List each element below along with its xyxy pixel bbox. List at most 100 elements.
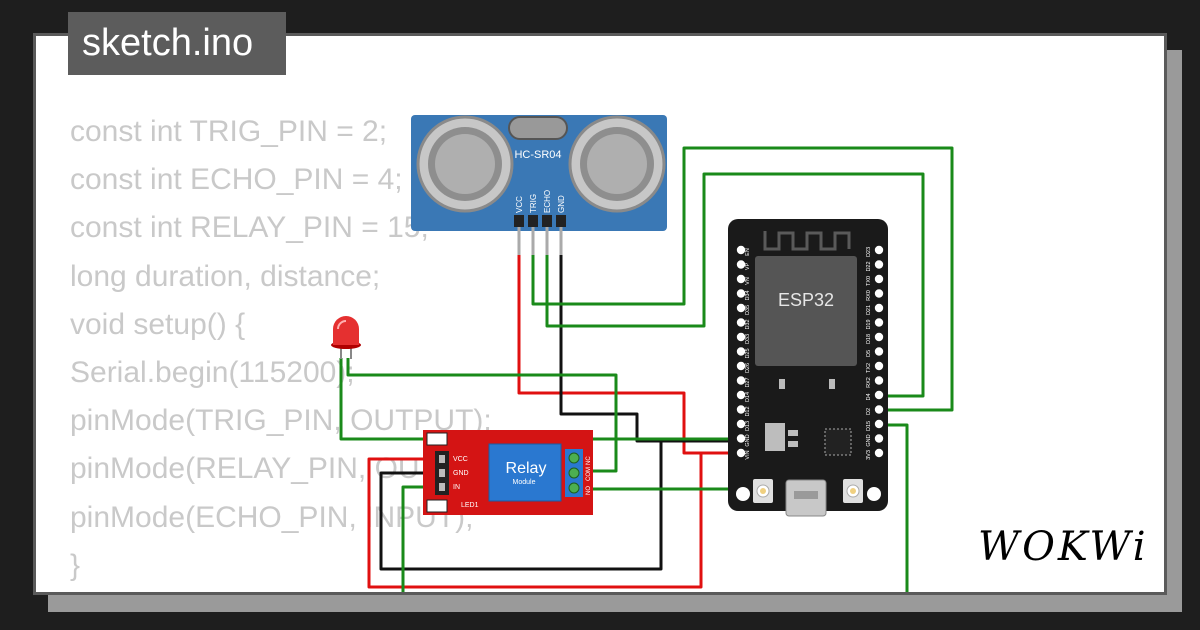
esp32-pin-right-d4[interactable] xyxy=(874,390,884,400)
esp32-pin-left-d35[interactable] xyxy=(736,303,746,313)
esp32-pin-right-d18[interactable] xyxy=(874,332,884,342)
esp32-pin-label: D4 xyxy=(866,393,872,400)
esp32-pin-left-d34[interactable] xyxy=(736,289,746,298)
esp32-pin-right-tx0[interactable] xyxy=(874,274,884,284)
esp32-pin-right-rx0[interactable] xyxy=(874,289,884,298)
relay-term-no: NO xyxy=(586,486,592,495)
wire-d15 xyxy=(879,423,909,592)
code-line: const int TRIG_PIN = 2; xyxy=(70,115,388,148)
relay-pin-vcc: VCC xyxy=(453,456,468,463)
esp32-pin-label: 3V3 xyxy=(866,450,872,460)
wire-sensor-gnd xyxy=(559,255,741,443)
esp32-pin-label: D22 xyxy=(866,261,872,271)
file-tab[interactable]: sketch.ino xyxy=(68,12,286,75)
sensor-pin-vcc: VCC xyxy=(515,196,524,213)
esp32-pin-left-gnd[interactable] xyxy=(736,434,746,443)
esp32-board[interactable]: ESP32 xyxy=(728,219,888,517)
esp32-pin-right-d15[interactable] xyxy=(874,419,884,429)
esp32-pin-label: D35 xyxy=(745,305,751,315)
esp32-pin-left-vp[interactable] xyxy=(736,260,746,269)
simulation-canvas[interactable]: const int TRIG_PIN = 2; const int ECHO_PI… xyxy=(33,33,1167,595)
esp32-pin-label: EN xyxy=(745,248,751,256)
code-line: Serial.begin(115200); xyxy=(70,355,355,389)
esp32-pin-right-gnd[interactable] xyxy=(874,434,884,443)
sensor-pin-gnd: GND xyxy=(557,195,566,213)
code-line: const int ECHO_PIN = 4; xyxy=(70,163,403,197)
esp32-pin-left-vn[interactable] xyxy=(736,274,746,284)
esp32-pin-label: VIN xyxy=(745,450,751,459)
esp32-pin-label: D19 xyxy=(866,319,872,329)
sensor-pin-trig: TRIG xyxy=(529,194,538,213)
relay-term-com: COM xyxy=(586,467,592,481)
relay-terminal-labels: NO COM NC xyxy=(586,456,592,495)
relay-led-label: LED1 xyxy=(461,502,479,509)
circuit-diagram: HC-SR04 VCC TRIG ECHO GND xyxy=(331,115,954,592)
esp32-pin-right-tx2[interactable] xyxy=(874,361,884,371)
esp32-pin-right-d19[interactable] xyxy=(874,318,884,327)
esp32-right-pins: D23D22TX0RX0D21D19D18D5TX2RX2D4D2D15GND3… xyxy=(866,245,884,460)
esp32-pin-label: D14 xyxy=(745,392,751,402)
esp32-pin-left-d13[interactable] xyxy=(736,419,746,429)
esp32-pin-label: GND xyxy=(745,434,751,446)
esp32-regulator xyxy=(765,423,798,451)
esp32-pin-label: RX2 xyxy=(866,377,872,388)
esp32-pin-label: D27 xyxy=(745,377,751,387)
sensor-pins xyxy=(517,227,563,255)
esp32-pin-left-d32[interactable] xyxy=(736,318,746,327)
esp32-pin-label: GND xyxy=(866,434,872,446)
esp32-name: ESP32 xyxy=(778,290,834,310)
code-line: pinMode(ECHO_PIN, INPUT); xyxy=(70,500,474,534)
relay-title: Relay xyxy=(506,460,547,477)
code-line: } xyxy=(70,548,81,582)
wire-led-gnd xyxy=(339,358,741,441)
wire-trig xyxy=(531,146,954,412)
esp32-usb-chip xyxy=(824,428,852,456)
esp32-pin-left-d14[interactable] xyxy=(736,390,746,400)
sensor-pin-echo: ECHO xyxy=(543,190,552,213)
esp32-pin-left-d12[interactable] xyxy=(736,405,746,414)
code-line: const int RELAY_PIN = 15; xyxy=(70,211,429,245)
sensor-name: HC-SR04 xyxy=(514,149,561,161)
esp32-pin-label: D23 xyxy=(866,247,872,257)
wire-led-relay xyxy=(346,358,618,473)
esp32-pin-right-d21[interactable] xyxy=(874,303,884,313)
esp32-antenna xyxy=(763,231,851,251)
esp32-pin-right-d2[interactable] xyxy=(874,405,884,414)
esp32-pin-left-d27[interactable] xyxy=(736,376,746,385)
esp32-pin-right-d23[interactable] xyxy=(874,245,884,255)
esp32-module-pads xyxy=(779,379,835,389)
esp32-pin-right-3v3[interactable] xyxy=(874,448,884,458)
esp32-pin-label: VP xyxy=(745,263,751,271)
esp32-pin-label: VN xyxy=(745,277,751,285)
relay-cube xyxy=(488,443,562,502)
esp32-pin-left-en[interactable] xyxy=(736,245,746,255)
sensor-pin-labels: VCC TRIG ECHO GND xyxy=(515,190,566,213)
wires xyxy=(339,146,954,592)
esp32-pin-label: D33 xyxy=(745,334,751,344)
esp32-pin-label: D21 xyxy=(866,305,872,315)
esp32-pin-right-d5[interactable] xyxy=(874,347,884,356)
esp32-pin-label: D13 xyxy=(745,421,751,431)
wire-echo xyxy=(545,172,925,398)
wire-relay-vcc xyxy=(367,451,741,589)
esp32-pin-label: TX0 xyxy=(866,276,872,286)
esp32-pin-label: TX2 xyxy=(866,363,872,373)
red-led[interactable] xyxy=(331,316,361,359)
esp32-pin-right-rx2[interactable] xyxy=(874,376,884,385)
ultrasonic-sensor[interactable]: HC-SR04 VCC TRIG ECHO GND xyxy=(411,115,667,255)
en-button xyxy=(753,479,773,503)
esp32-pin-label: RX0 xyxy=(866,290,872,301)
esp32-pin-left-d33[interactable] xyxy=(736,332,746,342)
sensor-header xyxy=(514,215,566,227)
esp32-pin-left-d25[interactable] xyxy=(736,347,746,356)
esp32-module xyxy=(755,256,857,366)
relay-module[interactable]: LED1 VCC GND IN Relay Module xyxy=(423,430,593,515)
relay-header xyxy=(435,451,449,495)
esp32-pin-left-d26[interactable] xyxy=(736,361,746,371)
esp32-pin-left-vin[interactable] xyxy=(736,448,746,458)
code-line: long duration, distance; xyxy=(70,259,381,293)
relay-term-nc: NC xyxy=(586,456,592,465)
relay-pin-gnd: GND xyxy=(453,470,469,477)
wire-sensor-vcc xyxy=(517,255,741,455)
esp32-pin-right-d22[interactable] xyxy=(874,260,884,269)
